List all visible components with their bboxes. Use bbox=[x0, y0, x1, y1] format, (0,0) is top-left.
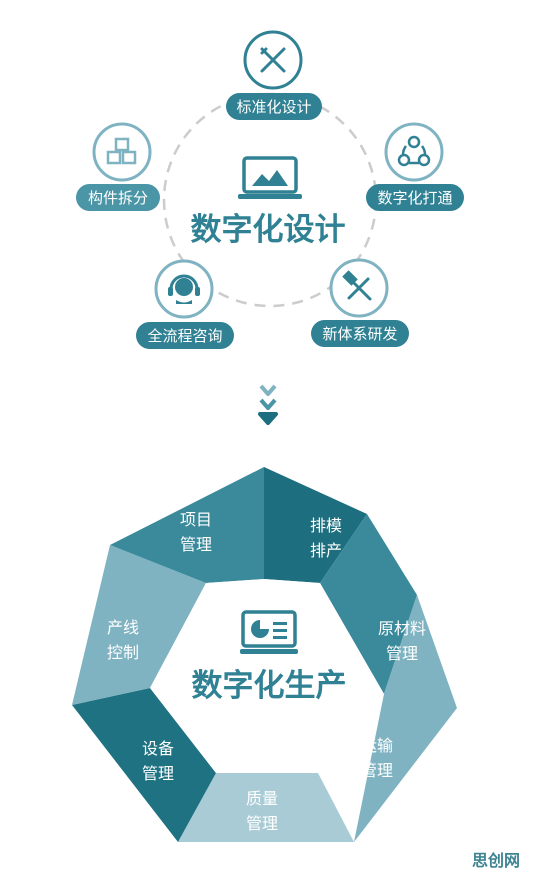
segment-raw-material bbox=[320, 514, 417, 694]
node-full-consult: 全流程咨询 bbox=[136, 259, 234, 349]
segment-label-line-1: 产线 bbox=[107, 618, 139, 637]
segment-transport bbox=[354, 595, 457, 842]
segment-line-control bbox=[72, 545, 206, 705]
segment-label-mold-2: 排产 bbox=[310, 541, 342, 560]
laptop-chart-icon bbox=[238, 156, 302, 199]
inner-heptagon-rounded bbox=[151, 580, 383, 772]
node-digital-connect: 数字化打通 bbox=[366, 122, 464, 211]
segment-label-project-2: 管理 bbox=[180, 535, 212, 554]
segment-label-project-1: 项目 bbox=[180, 510, 212, 529]
segment-label-quality-1: 质量 bbox=[246, 789, 278, 808]
segment-quality bbox=[178, 773, 354, 842]
node-label-digital-connect: 数字化打通 bbox=[377, 189, 452, 207]
production-title: 数字化生产 bbox=[192, 668, 347, 704]
design-section: 数字化设计 标准化设计 数字化打通 bbox=[76, 30, 464, 349]
segment-label-raw-2: 管理 bbox=[386, 644, 418, 663]
node-standard-design: 标准化设计 bbox=[226, 30, 322, 120]
segment-project-mgmt bbox=[110, 467, 264, 583]
segment-label-line-2: 控制 bbox=[107, 643, 139, 662]
segment-label-equipment-2: 管理 bbox=[142, 764, 174, 783]
production-section: 排模 排产 原材料 管理 运输 管理 质量 管理 设备 管理 产线 控制 项目 … bbox=[72, 467, 457, 842]
node-component-split: 构件拆分 bbox=[76, 122, 160, 211]
monitor-pie-chart-icon bbox=[240, 610, 298, 654]
segment-label-mold-1: 排模 bbox=[310, 516, 342, 535]
segment-mold-scheduling bbox=[264, 467, 367, 583]
node-label-new-system: 新体系研发 bbox=[322, 325, 397, 343]
design-title: 数字化设计 bbox=[191, 212, 346, 248]
segment-label-raw-1: 原材料 bbox=[378, 619, 426, 638]
hammer-wrench-icon bbox=[342, 270, 372, 301]
segment-label-equipment-1: 设备 bbox=[142, 739, 174, 758]
network-icon bbox=[397, 135, 431, 167]
headset-icon bbox=[168, 274, 200, 304]
node-label-component-split: 构件拆分 bbox=[88, 189, 148, 207]
pencil-ruler-icon bbox=[260, 47, 286, 73]
cubes-icon bbox=[106, 137, 137, 165]
segment-label-transport-2: 管理 bbox=[361, 761, 393, 780]
node-new-system: 新体系研发 bbox=[311, 258, 409, 347]
node-label-standard-design: 标准化设计 bbox=[236, 98, 311, 116]
watermark: 思创网 bbox=[472, 851, 520, 870]
segment-equipment bbox=[72, 688, 216, 842]
node-label-full-consult: 全流程咨询 bbox=[147, 327, 222, 345]
triple-chevron-down-icon bbox=[258, 384, 278, 425]
segment-label-transport-1: 运输 bbox=[361, 736, 393, 755]
segment-label-quality-2: 管理 bbox=[246, 814, 278, 833]
